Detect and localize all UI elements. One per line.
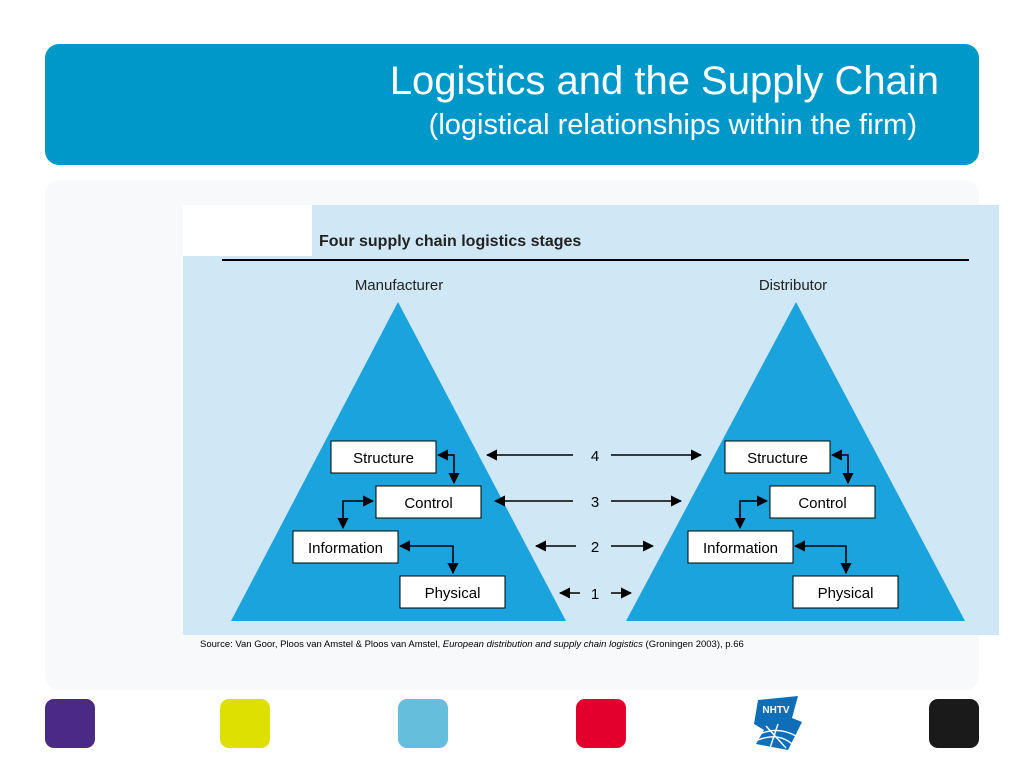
distributor-physical-label: Physical	[818, 585, 874, 602]
black-swatch	[929, 699, 979, 748]
caption-prefix: Source: Van Goor, Ploos van Amstel & Plo…	[200, 639, 443, 650]
caption-italic-title: European distribution and supply chain l…	[442, 639, 643, 650]
manufacturer-structure-label: Structure	[353, 450, 414, 467]
distributor-control-label: Control	[798, 495, 846, 512]
caption-suffix: (Groningen 2003), p.66	[642, 639, 744, 650]
logistics-diagram: Four supply chain logistics stages Manuf…	[222, 233, 969, 621]
distributor-label: Distributor	[759, 277, 827, 294]
distributor-control-information-connector	[734, 495, 769, 530]
slide-subtitle: (logistical relationships within the fir…	[428, 109, 917, 141]
distributor-structure-label: Structure	[747, 450, 808, 467]
manufacturer-information-box	[292, 530, 399, 564]
nhtv-logo: NHTV	[754, 696, 802, 750]
purple-swatch	[45, 699, 95, 748]
stage-3-number: 3	[591, 494, 599, 511]
distributor-information-physical-connector	[793, 540, 852, 575]
logistics-stages-figure: Four supply chain logistics stages Manuf…	[183, 205, 999, 635]
title-banner: Logistics and the Supply Chain (logistic…	[45, 44, 979, 165]
manufacturer-control-label: Control	[404, 495, 452, 512]
stage-1-number: 1	[591, 586, 599, 603]
distributor-physical-box	[792, 575, 899, 609]
logo-text: NHTV	[762, 705, 790, 716]
manufacturer-control-box	[375, 485, 482, 519]
distributor-control-box	[769, 485, 876, 519]
manufacturer-physical-box	[399, 575, 506, 609]
manufacturer-control-information-connector	[337, 495, 375, 530]
figure-corner-mask	[183, 205, 312, 256]
source-caption: Source: Van Goor, Ploos van Amstel & Plo…	[200, 639, 744, 650]
distributor-structure-box	[724, 440, 831, 474]
stage-4-number: 4	[591, 448, 599, 465]
distributor-structure-control-connector	[830, 449, 854, 485]
yellow-swatch	[220, 699, 270, 748]
light-blue-swatch	[398, 699, 448, 748]
distributor-information-label: Information	[703, 540, 778, 557]
manufacturer-structure-box	[330, 440, 437, 474]
manufacturer-information-label: Information	[308, 540, 383, 557]
slide-title: Logistics and the Supply Chain	[389, 59, 939, 103]
manufacturer-structure-control-connector	[436, 449, 460, 485]
diagram-heading: Four supply chain logistics stages	[319, 233, 581, 250]
red-swatch	[576, 699, 626, 748]
manufacturer-label: Manufacturer	[355, 277, 443, 294]
stage-2-number: 2	[591, 539, 599, 556]
manufacturer-information-physical-connector	[398, 540, 459, 575]
manufacturer-physical-label: Physical	[425, 585, 481, 602]
distributor-information-box	[687, 530, 794, 564]
